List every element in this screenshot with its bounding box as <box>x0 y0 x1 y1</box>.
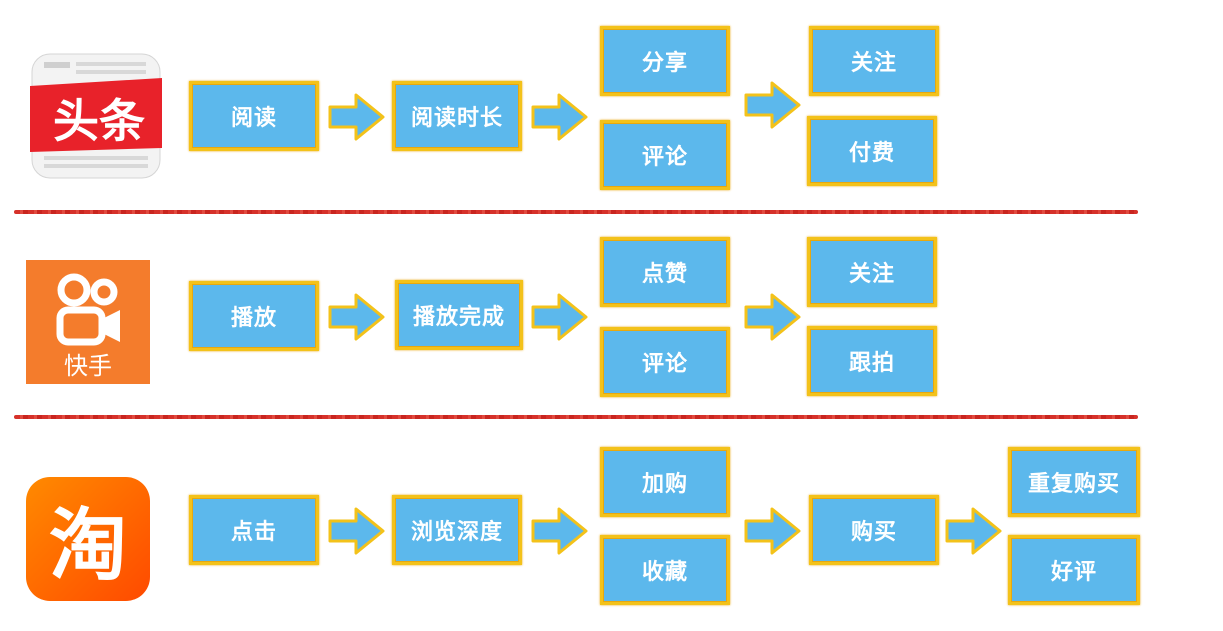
arrow-right-icon <box>328 293 385 341</box>
arrow-right-icon <box>328 93 385 141</box>
step-favorite: 收藏 <box>600 535 730 605</box>
kuaishou-logo: 快手 <box>26 260 150 384</box>
step-play-complete: 播放完成 <box>395 280 523 350</box>
arrow-right-icon <box>531 507 588 555</box>
step-good-review: 好评 <box>1008 535 1140 605</box>
row-divider <box>14 210 1138 214</box>
step-like: 点赞 <box>600 237 730 307</box>
taobao-logo-text: 淘 <box>48 501 127 591</box>
arrow-right-icon <box>744 81 801 129</box>
kuaishou-logo-text: 快手 <box>64 352 112 380</box>
arrow-right-icon <box>744 507 801 555</box>
step-follow: 关注 <box>807 237 937 307</box>
step-repeat-purchase: 重复购买 <box>1008 447 1140 517</box>
step-duet: 跟拍 <box>807 326 937 396</box>
step-purchase: 购买 <box>809 495 939 565</box>
step-read-duration: 阅读时长 <box>392 81 522 151</box>
step-comment: 评论 <box>600 327 730 397</box>
arrow-right-icon <box>531 93 588 141</box>
step-share: 分享 <box>600 26 730 96</box>
camera-icon <box>56 273 120 346</box>
row-divider <box>14 415 1138 419</box>
step-pay: 付费 <box>807 116 937 186</box>
step-browse-depth: 浏览深度 <box>392 495 522 565</box>
step-play: 播放 <box>189 281 319 351</box>
step-read: 阅读 <box>189 81 319 151</box>
step-comment: 评论 <box>600 120 730 190</box>
toutiao-logo-text: 头条 <box>53 94 145 148</box>
arrow-right-icon <box>945 507 1002 555</box>
arrow-right-icon <box>531 293 588 341</box>
arrow-right-icon <box>328 507 385 555</box>
taobao-logo: 淘 <box>26 477 150 601</box>
step-click: 点击 <box>189 495 319 565</box>
step-add-to-cart: 加购 <box>600 447 730 517</box>
step-follow: 关注 <box>809 26 939 96</box>
toutiao-logo: 头条 <box>30 52 162 180</box>
arrow-right-icon <box>744 293 801 341</box>
